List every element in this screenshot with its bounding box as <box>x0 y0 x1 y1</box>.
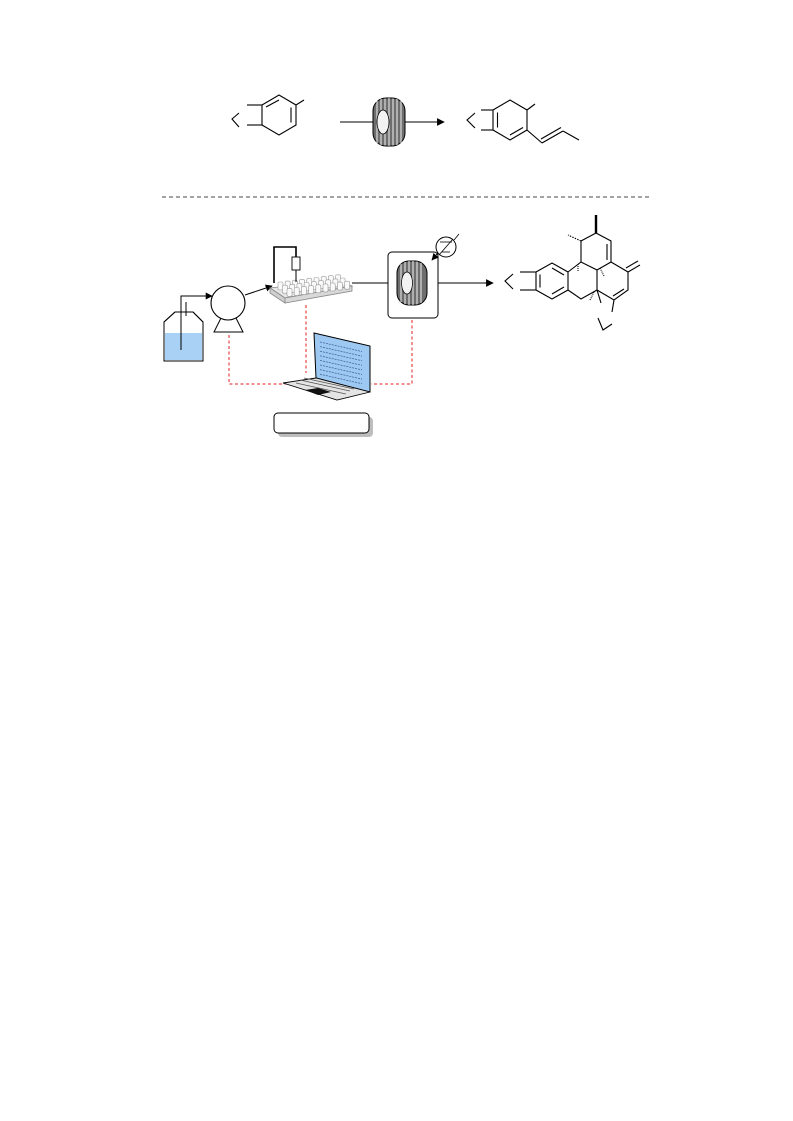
well <box>293 287 300 296</box>
screen-line <box>319 341 363 352</box>
autosampler-arm <box>273 246 297 283</box>
well <box>315 284 322 294</box>
screen-line <box>319 373 363 385</box>
well <box>301 286 307 295</box>
laptop-icon <box>282 332 371 401</box>
lamp-icon <box>431 233 460 261</box>
screen-line <box>319 350 363 362</box>
well <box>329 282 336 292</box>
starting-material-structure <box>231 94 305 136</box>
control-links <box>228 305 413 385</box>
well <box>337 281 343 291</box>
well <box>344 280 350 290</box>
syringe-icon <box>291 256 301 271</box>
screen-line <box>319 364 363 375</box>
pump-icon <box>210 285 246 333</box>
screen-line <box>319 355 363 366</box>
well-plate-icon <box>268 246 354 304</box>
flow-setup <box>163 215 641 437</box>
well <box>308 285 314 295</box>
top-scheme <box>231 94 580 147</box>
control-label-box <box>273 412 373 437</box>
polycyclic-product-structure <box>504 215 641 331</box>
bottle-icon <box>163 301 204 362</box>
coil-icon <box>372 97 406 147</box>
well <box>322 283 329 293</box>
pump-outlet-line <box>244 284 273 296</box>
well <box>286 288 293 297</box>
feed-tube <box>180 292 213 301</box>
coil-reactor-icon <box>387 251 439 319</box>
screen-line <box>319 360 363 371</box>
product-structure <box>466 99 580 144</box>
screen-line <box>319 369 363 380</box>
screen-line <box>319 346 363 357</box>
